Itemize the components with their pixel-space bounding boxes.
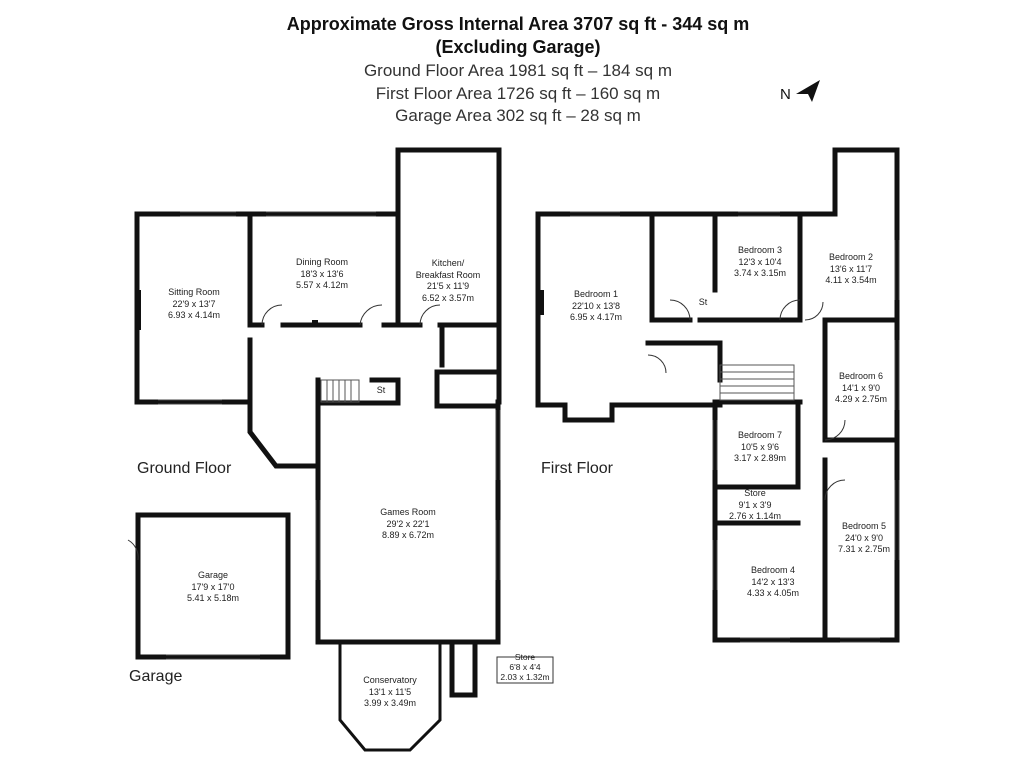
area-subtitle: (Excluding Garage) (435, 37, 601, 57)
north-label: N (780, 86, 791, 103)
north-compass-icon: N (780, 76, 826, 106)
room-st-ground: St (376, 385, 386, 395)
first-floor-area: First Floor Area 1726 sq ft – 160 sq m (375, 84, 661, 103)
ground-floor-label: Ground Floor (137, 460, 232, 477)
ground-floor-area: Ground Floor Area 1981 sq ft – 184 sq m (363, 61, 673, 80)
garage-label: Garage (129, 668, 183, 685)
first-floor-label: First Floor (541, 460, 613, 477)
room-st-first: St (698, 297, 708, 307)
area-title: Approximate Gross Internal Area 3707 sq … (286, 14, 750, 34)
garage-area: Garage Area 302 sq ft – 28 sq m (395, 106, 641, 125)
